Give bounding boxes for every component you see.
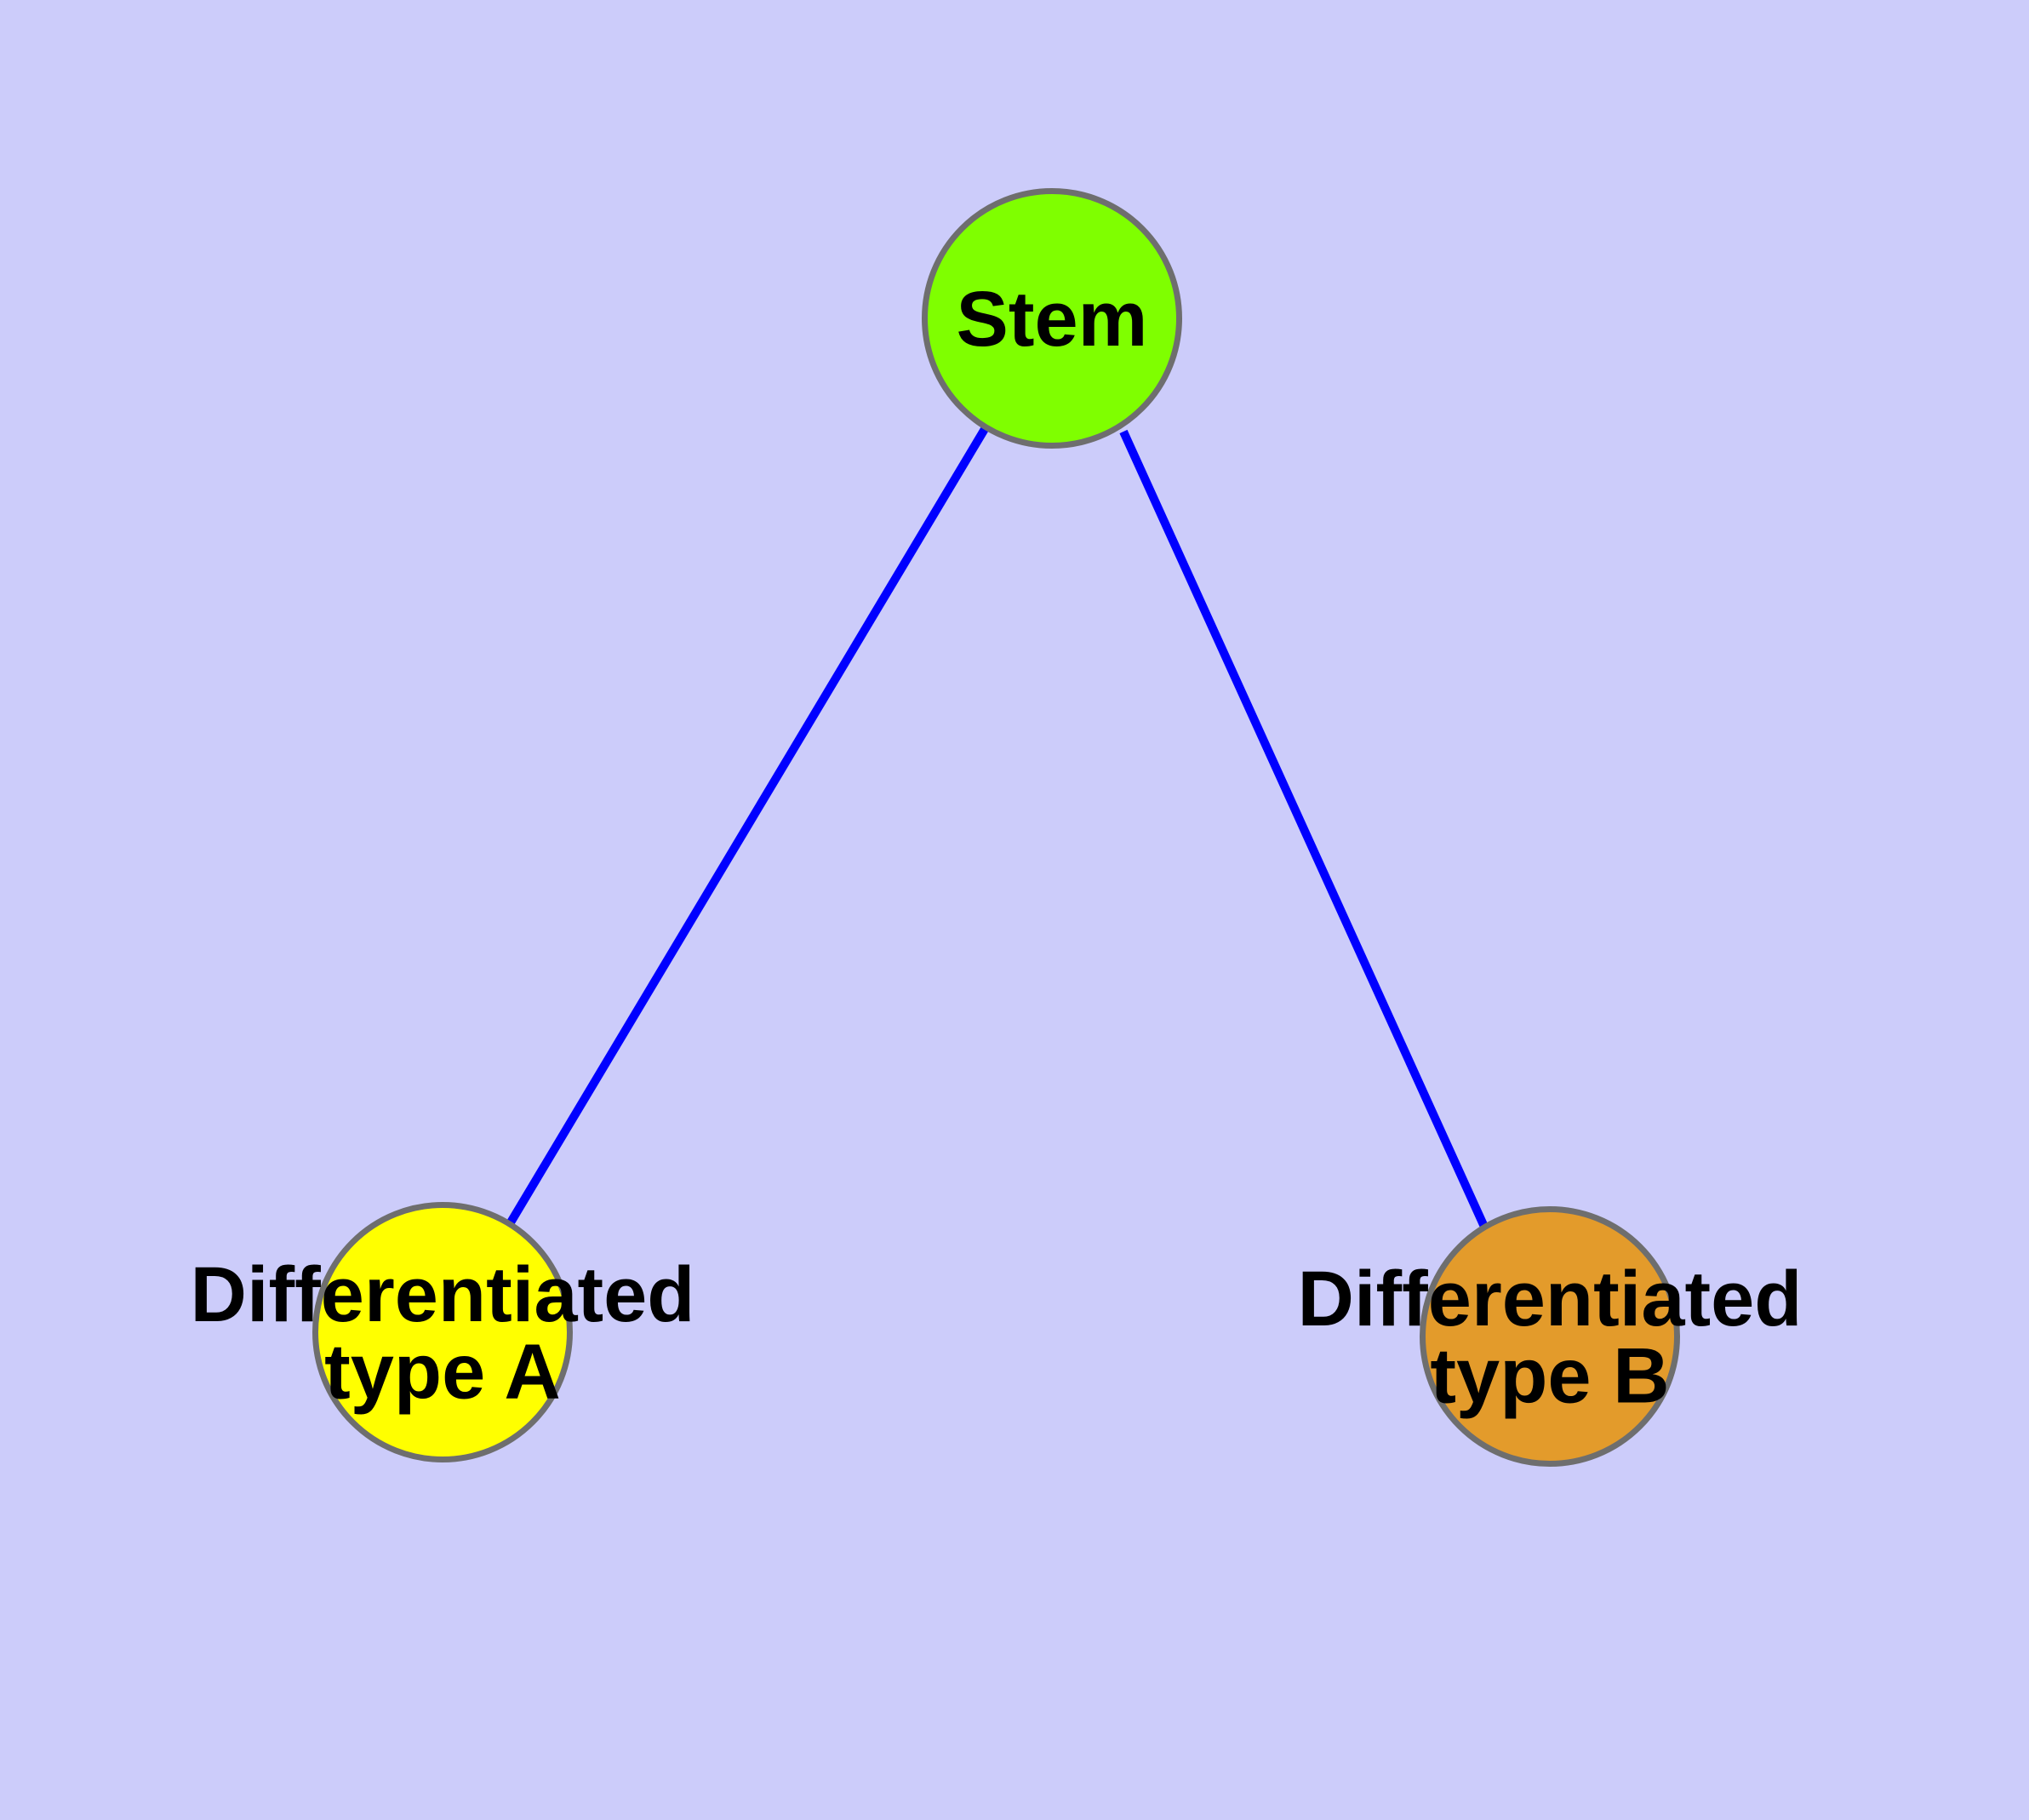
- node-circle-stem[interactable]: [922, 188, 1182, 449]
- node-label-line: type B: [1430, 1332, 1669, 1419]
- node-label-line: Differentiated: [191, 1251, 695, 1338]
- node-circle-diff-b[interactable]: [1420, 1206, 1680, 1467]
- graph-node-stem[interactable]: Stem: [922, 188, 1182, 449]
- graph-edge-stem-to-diff-a[interactable]: [506, 426, 989, 1225]
- edge-layer: [506, 426, 1489, 1229]
- node-label-line: Differentiated: [1298, 1256, 1803, 1342]
- node-label-line: Stem: [957, 276, 1148, 363]
- node-label-line: type A: [324, 1328, 561, 1415]
- node-circle-diff-a[interactable]: [312, 1202, 573, 1462]
- graph-edge-stem-to-diff-b[interactable]: [1119, 429, 1489, 1229]
- node-label-stem: Stem: [957, 276, 1148, 363]
